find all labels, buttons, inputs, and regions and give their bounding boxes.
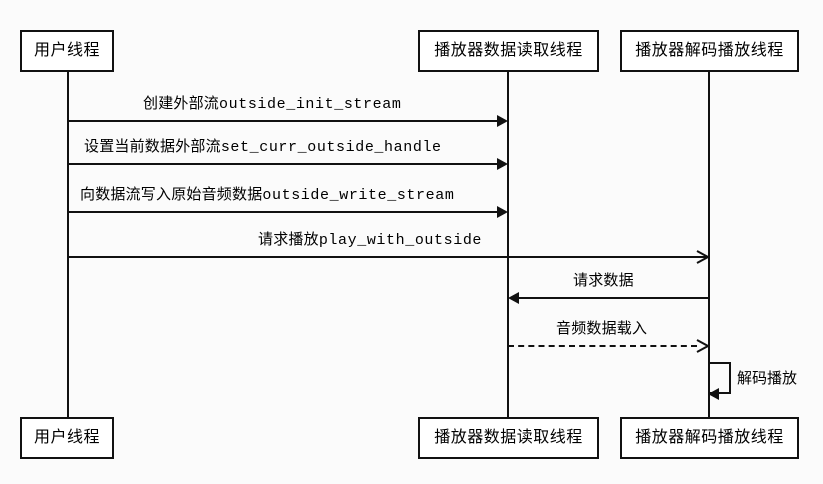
message-4-arrowhead-icon — [696, 250, 709, 264]
participant-head-user[interactable]: 用户线程 — [20, 30, 114, 72]
participant-foot-decoder[interactable]: 播放器解码播放线程 — [620, 417, 799, 459]
message-1-label-code: outside_init_stream — [219, 96, 402, 113]
message-5-arrowhead-icon — [508, 292, 519, 304]
message-2-label-cn: 设置当前数据外部流 — [84, 138, 221, 155]
message-4-label-code: play_with_outside — [318, 232, 483, 249]
message-5-label: 请求数据 — [573, 273, 634, 288]
message-1-arrowhead-icon — [497, 115, 508, 127]
message-6-line — [508, 345, 697, 347]
message-2-line — [68, 163, 497, 165]
message-3-line — [68, 211, 497, 213]
self-message-label: 解码播放 — [737, 371, 797, 386]
message-6-label: 音频数据载入 — [556, 321, 647, 336]
participant-foot-reader-label: 播放器数据读取线程 — [434, 429, 583, 446]
participant-head-decoder[interactable]: 播放器解码播放线程 — [620, 30, 799, 72]
message-1-label: 创建外部流outside_init_stream — [143, 96, 401, 112]
message-2-label-code: set_curr_outside_handle — [220, 139, 442, 156]
self-message-loop — [709, 362, 731, 394]
message-6-arrowhead-icon — [696, 339, 709, 353]
participant-head-reader-label: 播放器数据读取线程 — [434, 42, 583, 59]
message-3-label: 向数据流写入原始音频数据outside_write_stream — [80, 187, 454, 203]
message-5-label-cn: 请求数据 — [573, 272, 634, 289]
participant-head-reader[interactable]: 播放器数据读取线程 — [418, 30, 599, 72]
lifeline-decoder — [708, 72, 710, 417]
message-2-label: 设置当前数据外部流set_curr_outside_handle — [84, 139, 442, 155]
message-3-label-cn: 向数据流写入原始音频数据 — [80, 186, 263, 203]
message-6-label-cn: 音频数据载入 — [556, 320, 648, 337]
self-message-label-text: 解码播放 — [737, 370, 798, 387]
message-1-label-cn: 创建外部流 — [143, 95, 220, 112]
message-2-arrowhead-icon — [497, 158, 508, 170]
message-5-line — [519, 297, 709, 299]
lifeline-reader — [507, 72, 509, 417]
message-1-line — [68, 120, 497, 122]
lifeline-user — [67, 72, 69, 417]
participant-foot-user-label: 用户线程 — [33, 429, 100, 446]
participant-foot-reader[interactable]: 播放器数据读取线程 — [418, 417, 599, 459]
participant-foot-decoder-label: 播放器解码播放线程 — [635, 429, 784, 446]
message-4-label-cn: 请求播放 — [258, 231, 319, 248]
message-4-label: 请求播放play_with_outside — [258, 232, 482, 248]
message-3-label-code: outside_write_stream — [262, 187, 455, 204]
participant-head-decoder-label: 播放器解码播放线程 — [635, 42, 784, 59]
self-message-arrowhead-icon — [708, 388, 719, 400]
message-3-arrowhead-icon — [497, 206, 508, 218]
participant-head-user-label: 用户线程 — [33, 42, 100, 59]
participant-foot-user[interactable]: 用户线程 — [20, 417, 114, 459]
message-4-line — [68, 256, 708, 258]
